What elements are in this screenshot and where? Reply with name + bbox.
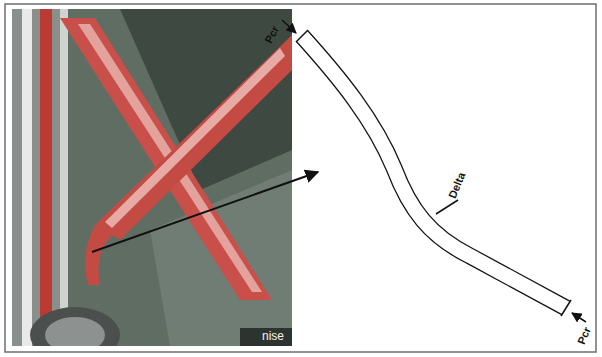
- photo: [12, 9, 292, 346]
- frame: [5, 4, 596, 352]
- load-arrow: [282, 20, 296, 33]
- watermark: nise: [262, 330, 284, 342]
- buckled-column: [296, 30, 571, 316]
- load-arrow: [572, 313, 586, 322]
- pointer-arrow: [92, 172, 318, 252]
- deflection-tick: [436, 200, 458, 214]
